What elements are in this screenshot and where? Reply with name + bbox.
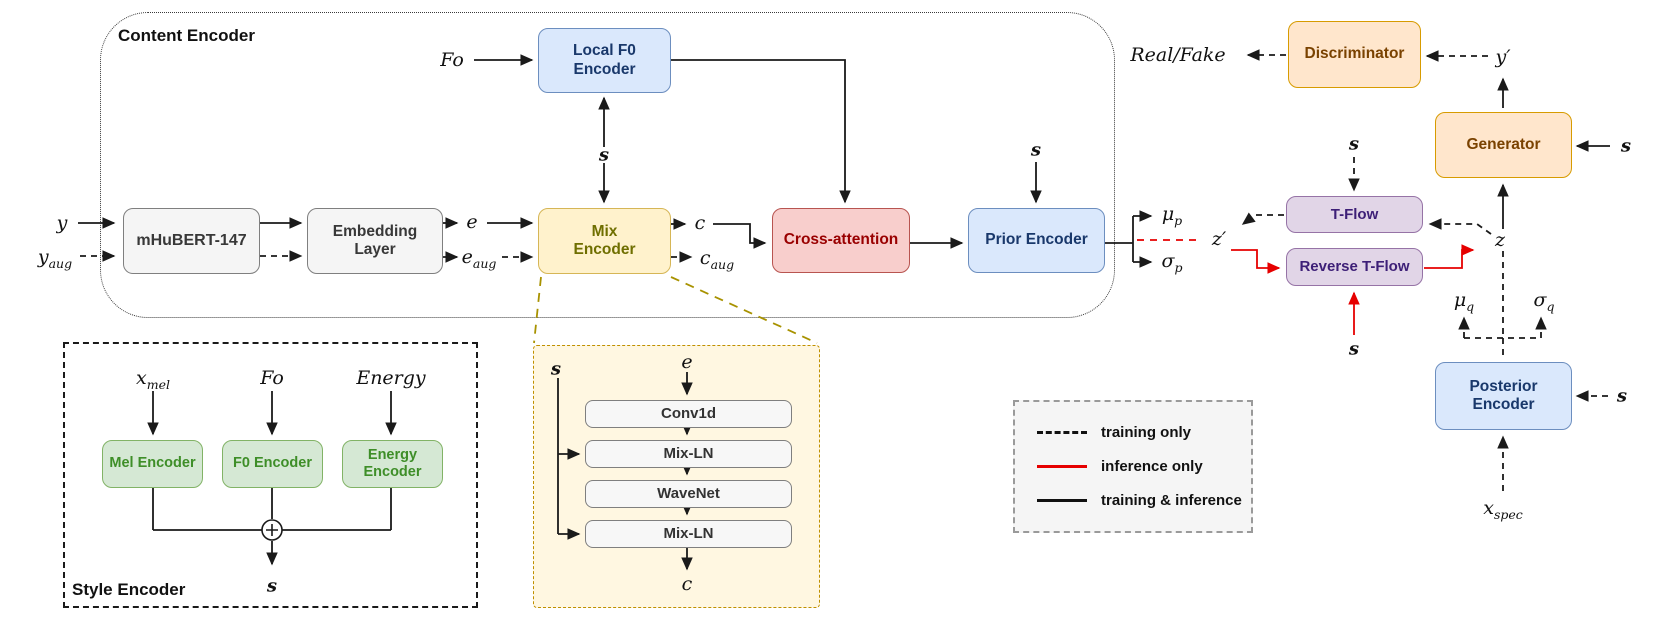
- mix-ln-2-node: Mix-LN: [585, 520, 792, 548]
- dashed-edges: [80, 49, 1608, 491]
- legend: training only inference only training & …: [1013, 400, 1253, 533]
- content-encoder-group: [100, 12, 1115, 318]
- edge-posterior-junction: [1464, 251, 1541, 359]
- label-x-spec: xspec: [1483, 497, 1523, 522]
- dashed-black-line-icon: [1037, 431, 1087, 434]
- legend-label: training only: [1101, 424, 1191, 441]
- label-sigma-q: σq: [1533, 289, 1555, 314]
- edge-style-merge-lines: [152, 488, 392, 531]
- discriminator-node: Discriminator: [1288, 21, 1421, 88]
- legend-item-training-only: training only: [1037, 424, 1251, 441]
- label-z: z: [1494, 229, 1506, 251]
- local-f0-encoder-node: Local F0 Encoder: [538, 28, 671, 93]
- label-s-generator: s: [1620, 135, 1632, 157]
- label-x-mel: xmel: [136, 367, 170, 392]
- mhubert-node: mHuBERT-147: [123, 208, 260, 274]
- edge-mix-detail-left: [533, 276, 542, 344]
- detail-connector-edges: [533, 276, 818, 344]
- label-energy: Energy: [356, 367, 426, 389]
- wavenet-node: WaveNet: [585, 480, 792, 508]
- label-s-posterior: s: [1616, 385, 1628, 407]
- label-y: y: [56, 212, 68, 234]
- label-f0: Fo: [440, 49, 464, 71]
- label-mu-q: μq: [1453, 289, 1475, 314]
- cross-attention-node: Cross-attention: [772, 208, 910, 273]
- edge-zprime-to-reversetflow: [1231, 249, 1281, 274]
- mix-ln-1-node: Mix-LN: [585, 440, 792, 468]
- energy-encoder-node: Energy Encoder: [342, 440, 443, 488]
- edge-tflow-to-zprime: [1241, 212, 1284, 225]
- edge-reversetflow-to-z: [1424, 244, 1475, 269]
- label-s-prior: s: [1030, 139, 1042, 161]
- label-s-detail: s: [550, 358, 562, 380]
- posterior-encoder-node: Posterior Encoder: [1435, 362, 1572, 430]
- label-y-aug: yaug: [37, 246, 73, 271]
- mix-encoder-node: Mix Encoder: [538, 208, 671, 274]
- reverse-t-flow-node: Reverse T-Flow: [1286, 248, 1423, 286]
- label-s-localf0: s: [598, 144, 610, 166]
- solid-red-line-icon: [1037, 465, 1087, 468]
- legend-item-training-inference: training & inference: [1037, 492, 1251, 509]
- edge-c-to-crossattention: [713, 223, 767, 249]
- label-c-detail: c: [681, 573, 693, 595]
- sum-icon: [261, 519, 283, 541]
- legend-label: training & inference: [1101, 492, 1242, 509]
- legend-item-inference-only: inference only: [1037, 458, 1251, 475]
- label-s-style: s: [266, 575, 278, 597]
- t-flow-node: T-Flow: [1286, 196, 1423, 233]
- edge-localf0-to-crossattention: [671, 59, 851, 204]
- label-c: c: [694, 212, 706, 234]
- label-e-detail: e: [681, 351, 693, 373]
- edge-z-to-tflow: [1428, 218, 1492, 235]
- legend-label: inference only: [1101, 458, 1203, 475]
- content-encoder-label: Content Encoder: [118, 26, 255, 45]
- label-s-tflow: s: [1348, 133, 1360, 155]
- embedding-layer-node: Embedding Layer: [307, 208, 443, 274]
- edge-mix-detail-right: [670, 276, 818, 344]
- label-y-prime: y′: [1495, 46, 1511, 68]
- label-real-fake: Real/Fake: [1130, 44, 1226, 66]
- label-e: e: [466, 211, 478, 233]
- style-encoder-label: Style Encoder: [72, 580, 186, 599]
- label-z-prime: z′: [1211, 228, 1227, 250]
- style-encoder-group: [63, 342, 478, 608]
- conv1d-node: Conv1d: [585, 400, 792, 428]
- label-e-aug: eaug: [461, 246, 497, 271]
- label-sigma-p: σp: [1161, 250, 1183, 275]
- edge-prior-output-bracket: [1105, 216, 1134, 262]
- label-c-aug: caug: [699, 247, 735, 272]
- f0-encoder-node: F0 Encoder: [222, 440, 323, 488]
- red-edges: [1137, 239, 1475, 335]
- label-s-reverse: s: [1348, 338, 1360, 360]
- mel-encoder-node: Mel Encoder: [102, 440, 203, 488]
- label-mu-p: μp: [1161, 203, 1183, 228]
- solid-edges: [78, 54, 1610, 571]
- generator-node: Generator: [1435, 112, 1572, 178]
- solid-black-line-icon: [1037, 499, 1087, 502]
- label-f0-style: Fo: [260, 367, 284, 389]
- prior-encoder-node: Prior Encoder: [968, 208, 1105, 273]
- mix-encoder-detail-group: [533, 345, 820, 608]
